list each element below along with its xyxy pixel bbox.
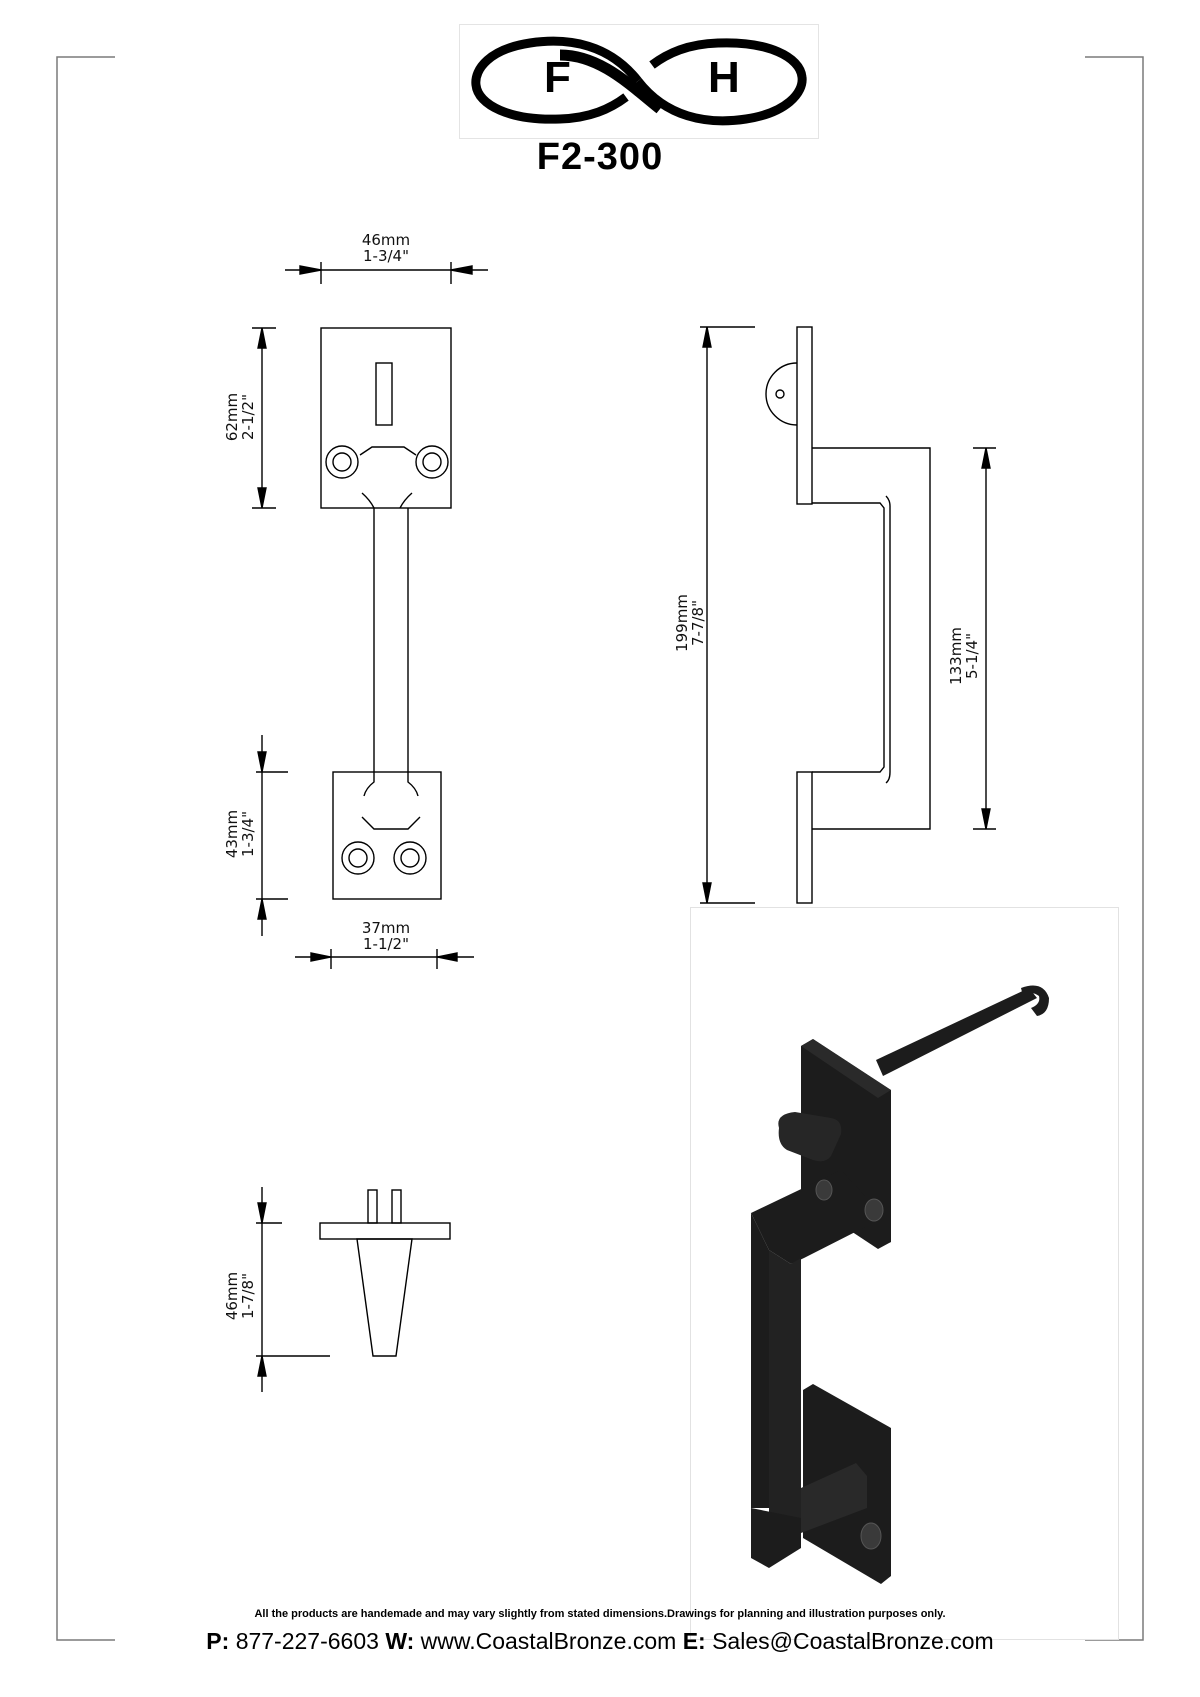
frame-right-bracket (1085, 56, 1144, 1641)
dim-value-in: 1-7/8" (239, 1273, 257, 1319)
logo-letter-f: F (544, 53, 571, 102)
website-link[interactable]: www.CoastalBronze.com (420, 1628, 677, 1654)
dim-value-in: 1-1/2" (363, 935, 409, 953)
disclaimer-text: All the products are handemade and may v… (254, 1608, 946, 1620)
dim-value-mm: 46mm (223, 1271, 241, 1321)
infinity-logo-icon (471, 36, 807, 126)
dim-projection: 46mm 1-7/8" (223, 1256, 257, 1336)
frame-left-bracket (56, 56, 115, 1641)
phone-label: P: (206, 1628, 230, 1654)
product-render-panel (690, 907, 1119, 1640)
logo-letter-h: H (708, 53, 740, 102)
brand-logo: F H (459, 24, 819, 139)
dim-top-width: 46mm 1-3/4" (346, 232, 426, 264)
contact-line: P: 877-227-6603 W: www.CoastalBronze.com… (0, 1628, 1200, 1655)
email-link[interactable]: Sales@CoastalBronze.com (712, 1628, 994, 1654)
model-number: F2-300 (536, 136, 664, 178)
isometric-product-render (751, 985, 1049, 1584)
dim-value-mm: 46mm (361, 231, 411, 249)
phone-number[interactable]: 877-227-6603 (235, 1628, 379, 1654)
email-label: E: (682, 1628, 706, 1654)
dim-bottom-width: 37mm 1-1/2" (346, 920, 426, 952)
dim-value-mm: 37mm (361, 919, 411, 937)
dim-value-in: 1-3/4" (363, 247, 409, 265)
web-label: W: (385, 1628, 415, 1654)
